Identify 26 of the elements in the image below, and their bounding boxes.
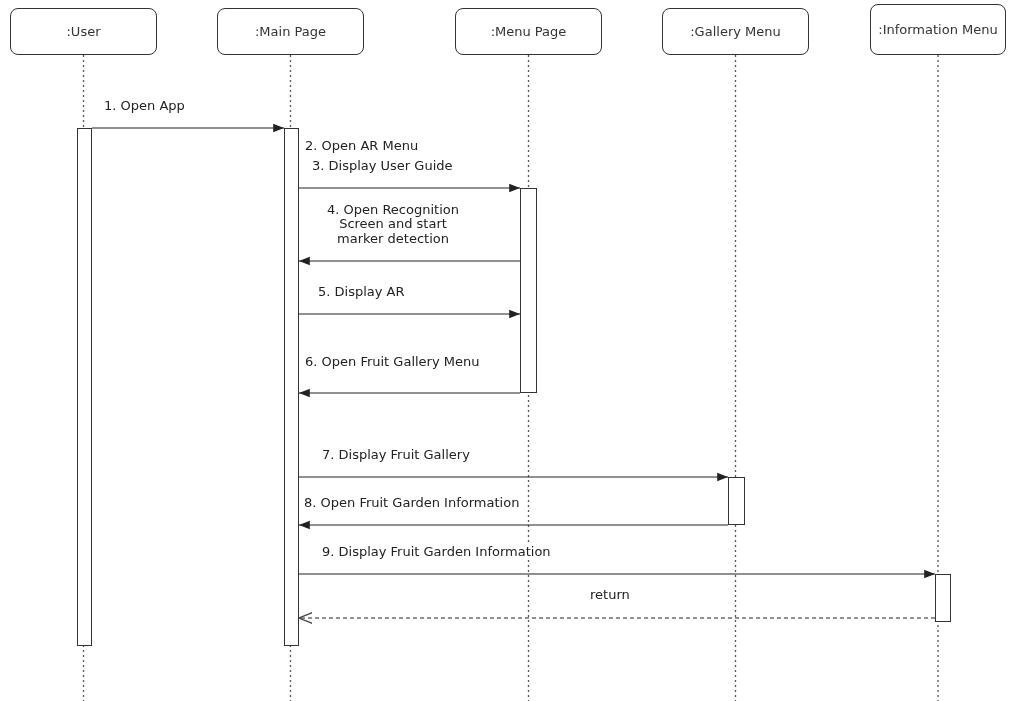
message-arrow <box>91 123 285 133</box>
activation-bar <box>520 188 537 393</box>
message-arrow <box>298 520 729 530</box>
participant-box: :Main Page <box>217 8 364 55</box>
message-arrow <box>298 472 729 482</box>
participant-box: :Gallery Menu <box>662 8 809 55</box>
message-label: 9. Display Fruit Garden Information <box>322 545 551 560</box>
participant-box: :User <box>10 8 157 55</box>
activation-bar <box>77 128 92 646</box>
message-label: 6. Open Fruit Gallery Menu <box>305 355 480 370</box>
message-label: 7. Display Fruit Gallery <box>322 448 470 463</box>
return-arrow <box>298 612 936 624</box>
message-arrow <box>298 183 521 193</box>
activation-bar <box>728 477 745 525</box>
message-arrow <box>298 388 521 398</box>
message-label: 1. Open App <box>104 99 185 114</box>
message-label: 3. Display User Guide <box>312 159 453 174</box>
message-arrow <box>298 569 936 579</box>
participant-box: :Menu Page <box>455 8 602 55</box>
message-arrow <box>298 256 521 266</box>
activation-bar <box>284 128 299 646</box>
message-arrow <box>298 309 521 319</box>
participant-box: :Information Menu <box>870 4 1006 55</box>
activation-bar <box>935 574 951 622</box>
message-label: 8. Open Fruit Garden Information <box>304 496 520 511</box>
message-label: 5. Display AR <box>318 285 405 300</box>
